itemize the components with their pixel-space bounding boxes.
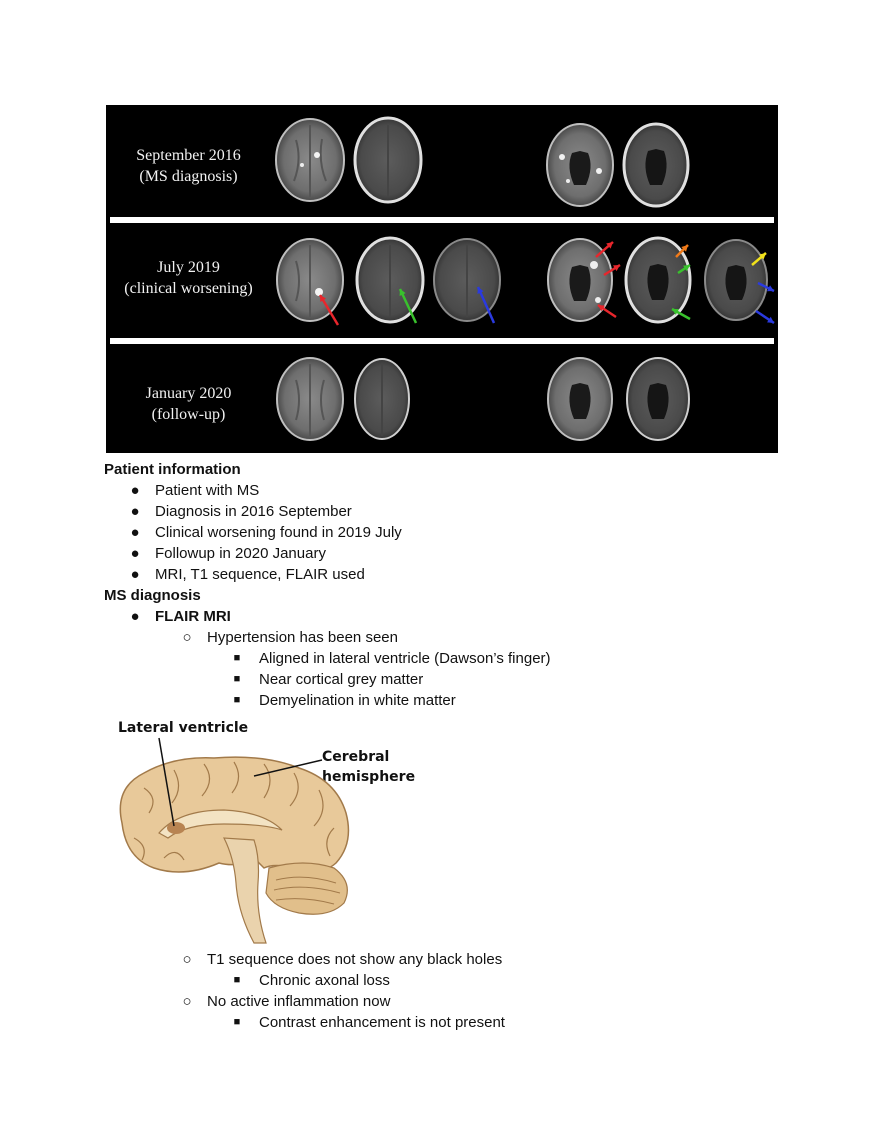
lesion-arrowhead [681,245,688,252]
bullet-square: ■ [233,1016,241,1028]
bullet-disc: ● [130,503,140,520]
lesion-arrowhead [767,285,774,292]
lesion-arrowhead [320,295,327,302]
list-item: Contrast enhancement is not present [259,1014,505,1031]
lesion-arrowhead [477,287,484,294]
scan-t1-2020-upper [354,358,410,440]
row-label-sept-2016: September 2016(MS diagnosis) [136,147,241,185]
scan-flair-2016-upper [275,118,345,202]
scan-t1-2016-upper [353,116,423,204]
lesion-arrow [476,286,496,324]
bullet-disc: ● [130,482,140,499]
row-label-jan-2020: January 2020(follow-up) [145,385,232,423]
lesion-arrowhead [613,265,620,272]
scan-t1-2016-lower [622,122,690,208]
scan-flair-2020-upper [276,357,344,441]
lesion-arrow [398,288,418,324]
scan-t1-2020-lower [626,357,690,441]
lesion-arrowhead [598,305,605,312]
list-item: Chronic axonal loss [259,972,390,989]
bullet-circle: ○ [182,951,192,968]
list-item: T1 sequence does not show any black hole… [207,951,503,968]
patient-info-heading: Patient information [104,461,241,478]
flair-mri-label: FLAIR MRI [155,608,231,625]
list-item: No active inflammation now [207,993,391,1010]
brain-sagittal-illustration [119,737,350,944]
scan-flair-2019-upper [276,238,344,322]
bullet-disc: ● [130,524,140,541]
label-lateral-ventricle: Lateral ventricle [118,720,249,736]
bullet-square: ■ [233,652,241,664]
list-item: MRI, T1 sequence, FLAIR used [155,566,365,583]
bullet-square: ■ [233,673,241,685]
label-cerebral-hemisphere: Cerebral hemisphere [322,749,416,785]
list-item: Near cortical grey matter [259,671,424,688]
bullet-circle: ○ [182,629,192,646]
scan-t1c-2019-upper [433,238,501,322]
mri-figure: September 2016(MS diagnosis) July 2019(c… [106,105,778,453]
list-item: Aligned in lateral ventricle (Dawson’s f… [259,650,551,667]
lesion-arrowhead [606,242,613,249]
list-item: Clinical worsening found in 2019 July [155,524,402,541]
lesion-arrowhead [683,265,690,272]
lesion-arrowhead [399,289,406,296]
row-divider [110,217,774,223]
scan-t1-2019-lower [624,236,692,324]
scan-t1c-2019-lower [704,239,768,321]
row-divider [110,338,774,344]
bullet-square: ■ [233,974,241,986]
lesion-arrowhead [672,309,679,315]
ms-diagnosis-heading: MS diagnosis [104,587,201,604]
scan-flair-2019-lower [547,238,613,322]
bullet-disc: ● [130,566,140,583]
brain-anatomy-figure: Lateral ventricle Cerebral hemisphere [104,718,415,948]
lesion-arrowhead [759,253,766,260]
bullet-disc: ● [130,608,140,625]
list-item: Hypertension has been seen [207,629,398,646]
list-item: Patient with MS [155,482,260,499]
lesion-arrowhead [767,316,774,323]
scan-t1-2019-upper [355,236,425,324]
bullet-disc: ● [130,545,140,562]
bullet-circle: ○ [182,993,192,1010]
list-item: Diagnosis in 2016 September [155,503,352,520]
bullet-square: ■ [233,694,241,706]
list-item: Demyelination in white matter [259,692,456,709]
row-label-jul-2019: July 2019(clinical worsening) [124,259,253,297]
mri-scans [275,116,775,441]
scan-flair-2020-lower [547,357,613,441]
scan-flair-2016-lower [546,123,614,207]
list-item: Followup in 2020 January [155,545,326,562]
